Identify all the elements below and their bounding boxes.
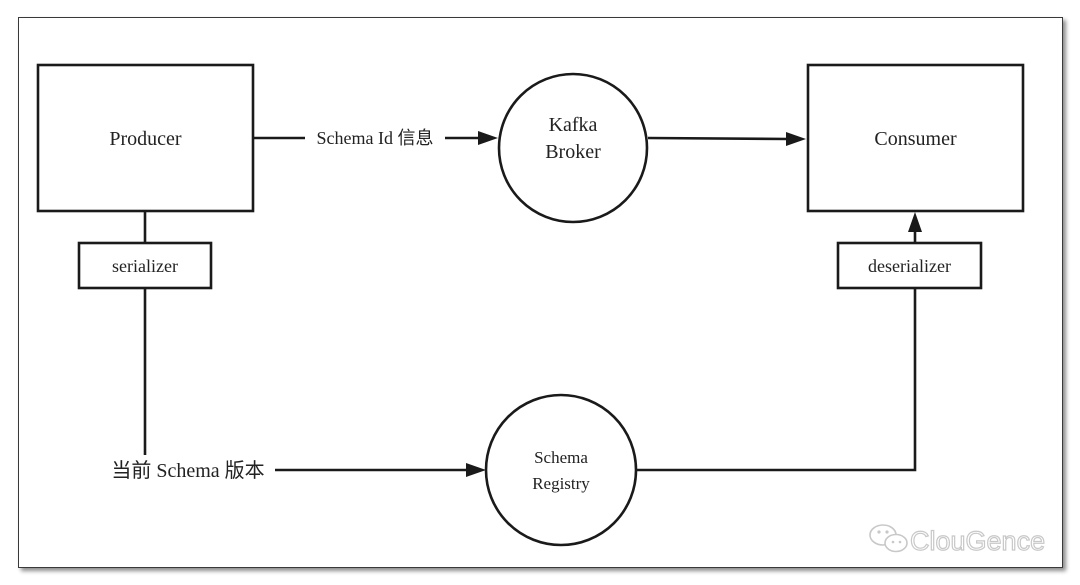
producer-box (36, 63, 255, 213)
consumer-box (806, 63, 1025, 213)
kafka-broker-node: Kafka Broker (497, 72, 649, 224)
serializer-label: serializer (112, 256, 178, 276)
arrowhead-up (908, 212, 922, 232)
schema-registry-node: Schema Registry (484, 393, 638, 547)
arrowhead-right (478, 131, 498, 145)
consumer-label: Consumer (874, 128, 957, 150)
schema-registry-label-line2: Registry (532, 474, 590, 493)
schema-registry-label-line1: Schema (534, 448, 588, 467)
kafka-broker-circle (497, 72, 649, 224)
deserializer-box (836, 241, 983, 290)
kafka-broker-label-line2: Broker (545, 141, 601, 163)
edge-producer-to-broker: Schema Id 信息 (253, 128, 498, 148)
wechat-icon (869, 524, 908, 553)
schema-registry-circle (484, 393, 638, 547)
deserializer-label: deserializer (868, 256, 951, 276)
edge-deserializer-to-consumer (908, 212, 922, 243)
edge-broker-to-consumer-line (647, 136, 791, 141)
edge-registry-to-deserializer (636, 288, 917, 472)
edge-serializer-to-registry: 当前 Schema 版本 (111, 288, 486, 482)
watermark: ClouGence (869, 524, 1046, 557)
arrowhead-right (786, 132, 806, 146)
edge-serializer-to-registry-label: 当前 Schema 版本 (111, 459, 264, 482)
consumer-node: Consumer (806, 63, 1025, 213)
kafka-broker-label-line1: Kafka (549, 114, 598, 136)
watermark-text: ClouGence (910, 526, 1045, 556)
producer-node: Producer (36, 63, 255, 213)
arrowhead-right (466, 463, 486, 477)
edge-broker-to-consumer (647, 132, 806, 146)
deserializer-node: deserializer (836, 241, 983, 290)
producer-label: Producer (109, 128, 182, 150)
edge-producer-to-broker-label: Schema Id 信息 (317, 128, 434, 148)
serializer-node: serializer (77, 241, 213, 290)
